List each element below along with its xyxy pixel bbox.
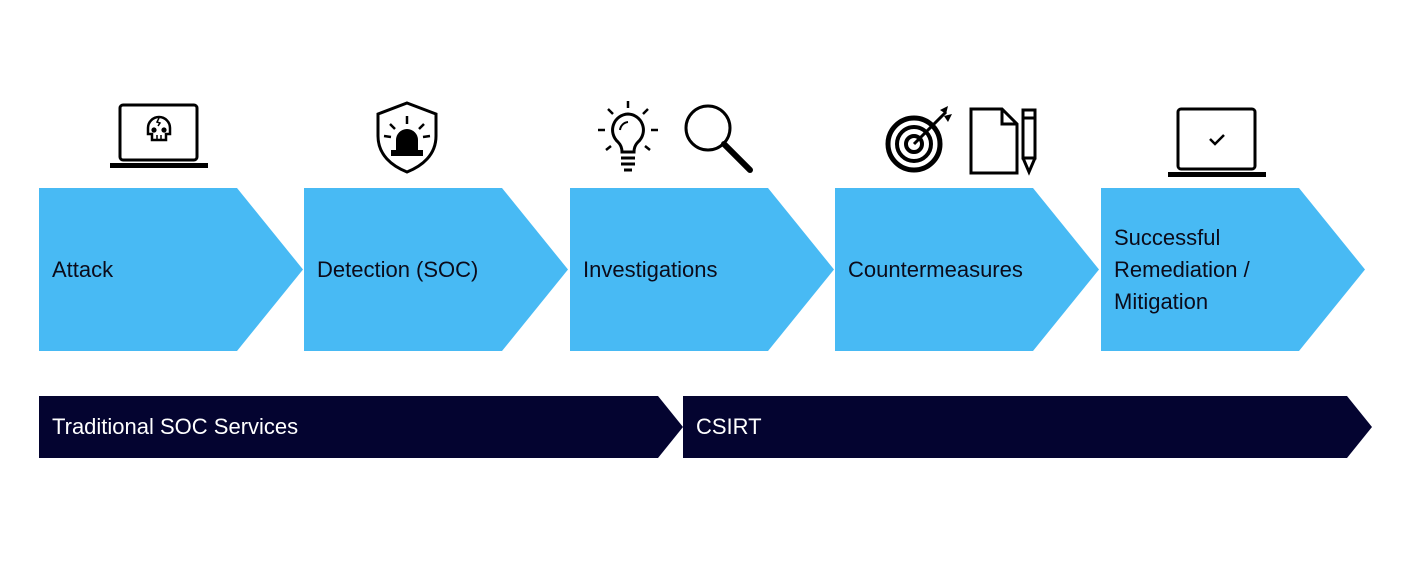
target-arrow-icon bbox=[884, 104, 956, 174]
step-label: Detection (SOC) bbox=[317, 256, 479, 282]
shield-alarm-icon bbox=[374, 100, 440, 176]
pencil-icon bbox=[1020, 108, 1038, 176]
document-icon bbox=[968, 106, 1020, 176]
step-attack: Attack bbox=[39, 188, 303, 351]
step-label: Attack bbox=[52, 256, 114, 282]
band-label: CSIRT bbox=[696, 414, 762, 439]
band-label: Traditional SOC Services bbox=[52, 414, 299, 439]
step-remediation: Successful Remediation / Mitigation bbox=[1101, 188, 1365, 351]
laptop-skull-icon bbox=[108, 102, 210, 174]
step-label: Investigations bbox=[583, 256, 718, 282]
step-countermeasures: Countermeasures bbox=[835, 188, 1099, 351]
step-label: Successful Remediation / Mitigation bbox=[1114, 224, 1250, 314]
lightbulb-icon bbox=[596, 100, 660, 176]
step-label: Countermeasures bbox=[848, 256, 1023, 282]
band-traditional-soc: Traditional SOC Services bbox=[39, 396, 683, 458]
step-detection: Detection (SOC) bbox=[304, 188, 568, 351]
laptop-check-icon bbox=[1166, 106, 1268, 178]
band-csirt: CSIRT bbox=[683, 396, 1372, 458]
step-investigations: Investigations bbox=[570, 188, 834, 351]
magnifier-icon bbox=[680, 102, 756, 174]
